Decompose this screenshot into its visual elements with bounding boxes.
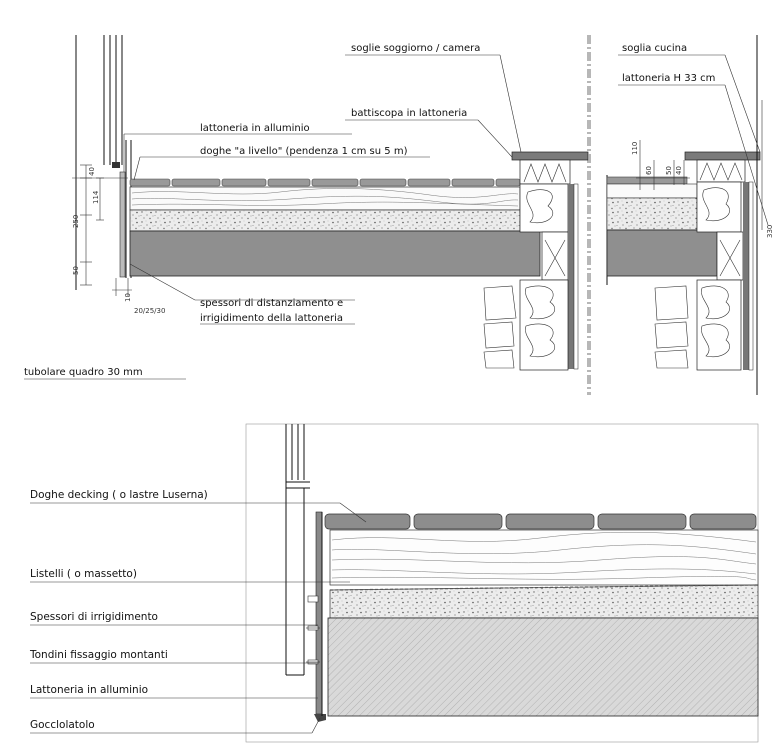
bottom-detail — [245, 423, 759, 743]
label-battiscopa: battiscopa in lattoneria — [351, 108, 467, 119]
dim-10: 10 — [124, 293, 132, 302]
dim-40-right: 40 — [675, 166, 683, 175]
label-tubolare: tubolare quadro 30 mm — [24, 367, 143, 378]
decking-boards-bottom — [324, 513, 757, 530]
label-tondini: Tondini fissaggio montanti — [29, 649, 168, 661]
dim-50-right: 50 — [665, 166, 673, 175]
dim-40: 40 — [88, 167, 96, 176]
bottom-annotations: Doghe decking ( o lastre Luserna) Listel… — [29, 489, 367, 734]
dim-50: 50 — [72, 266, 80, 275]
label-doghe-livello: doghe "a livello" (pendenza 1 cm su 5 m) — [200, 146, 408, 157]
dim-114: 114 — [92, 190, 100, 204]
decking-boards-top — [129, 178, 521, 187]
label-soglia-cucina: soglia cucina — [622, 43, 687, 54]
label-lattoneria-h33: lattoneria H 33 cm — [622, 73, 715, 84]
top-left-annotations: soglie soggiorno / camera battiscopa in … — [24, 43, 522, 380]
label-spessori: Spessori di irrigidimento — [30, 611, 158, 623]
label-spessori-2: irrigidimento della lattoneria — [200, 313, 343, 324]
dim-330: 330 — [766, 225, 774, 238]
dim-20-25-30: 20/25/30 — [134, 307, 165, 315]
label-gocciolatoio: Gocclolatolo — [30, 719, 95, 731]
label-spessori-1: spessori di distanziamento e — [200, 298, 343, 309]
dim-250: 250 — [72, 215, 80, 228]
dim-110: 110 — [631, 142, 639, 155]
dim-60: 60 — [645, 166, 653, 175]
label-lattoneria-alluminio: lattoneria in alluminio — [200, 123, 310, 134]
top-left-detail: 40 114 250 50 10 20/25/30 — [72, 35, 589, 395]
top-right-annotations: soglia cucina lattoneria H 33 cm — [618, 43, 769, 226]
label-lattoneria-bottom: Lattoneria in alluminio — [30, 684, 148, 696]
top-right-detail: 110 60 50 40 330 — [589, 35, 774, 395]
dimension-lines-top-left — [72, 164, 132, 296]
label-soglie-soggiorno: soglie soggiorno / camera — [351, 43, 480, 54]
label-doghe-decking: Doghe decking ( o lastre Luserna) — [30, 489, 208, 501]
label-listelli: Listelli ( o massetto) — [30, 568, 137, 580]
